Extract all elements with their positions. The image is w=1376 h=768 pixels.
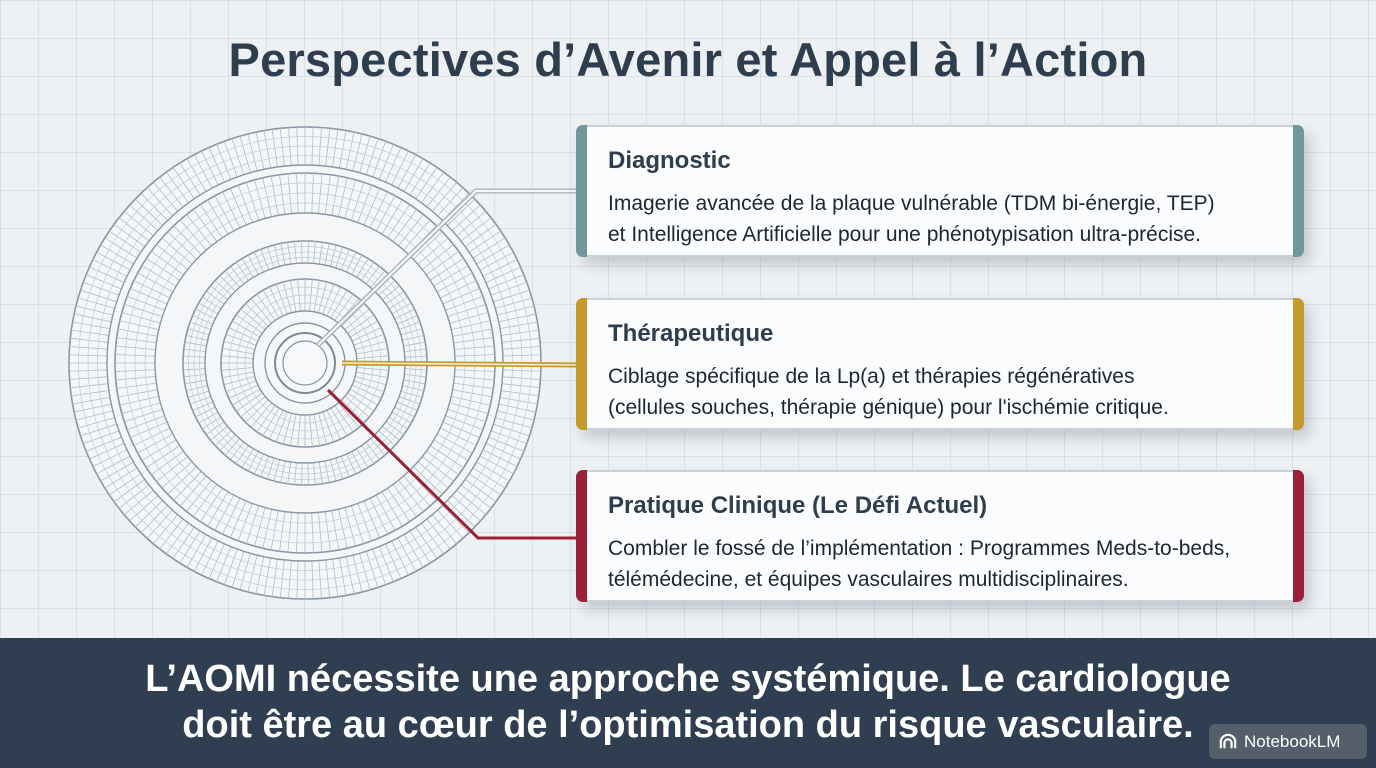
card-accent-left (576, 298, 587, 430)
card-text-line: télémédecine, et équipes vasculaires mul… (608, 568, 1129, 591)
card-accent-right (1293, 470, 1304, 602)
footer-line: L’AOMI nécessite une approche systémique… (145, 658, 1231, 700)
notebooklm-badge[interactable]: NotebookLM (1209, 724, 1367, 759)
card-therapeutique: Thérapeutique Ciblage spécifique de la L… (576, 298, 1304, 430)
page-title: Perspectives d’Avenir et Appel à l’Actio… (228, 33, 1148, 86)
card-text-line: et Intelligence Artificielle pour une ph… (608, 223, 1202, 246)
card-text-line: Imagerie avancée de la plaque vulnérable… (608, 192, 1215, 215)
connector-group (316, 188, 579, 540)
card-pratique-clinique: Pratique Clinique (Le Défi Actuel) Combl… (576, 470, 1304, 602)
notebooklm-logo-icon (1219, 733, 1237, 748)
card-heading: Diagnostic (608, 147, 731, 174)
card-accent-right (1293, 125, 1304, 257)
badge-label: NotebookLM (1244, 731, 1341, 751)
card-heading: Pratique Clinique (Le Défi Actuel) (608, 492, 988, 519)
footer-banner: L’AOMI nécessite une approche systémique… (0, 638, 1376, 768)
card-text-line: (cellules souches, thérapie génique) pou… (608, 396, 1169, 419)
card-heading: Thérapeutique (608, 320, 774, 347)
card-text-line: Ciblage spécifique de la Lp(a) et thérap… (608, 365, 1135, 388)
card-accent-right (1293, 298, 1304, 430)
concentric-rings-diagram (68, 126, 579, 600)
card-diagnostic: Diagnostic Imagerie avancée de la plaque… (576, 125, 1304, 257)
card-accent-left (576, 470, 587, 602)
footer-line: doit être au cœur de l’optimisation du r… (182, 704, 1194, 746)
card-accent-left (576, 125, 587, 257)
card-text-line: Combler le fossé de l’implémentation : P… (608, 537, 1231, 560)
